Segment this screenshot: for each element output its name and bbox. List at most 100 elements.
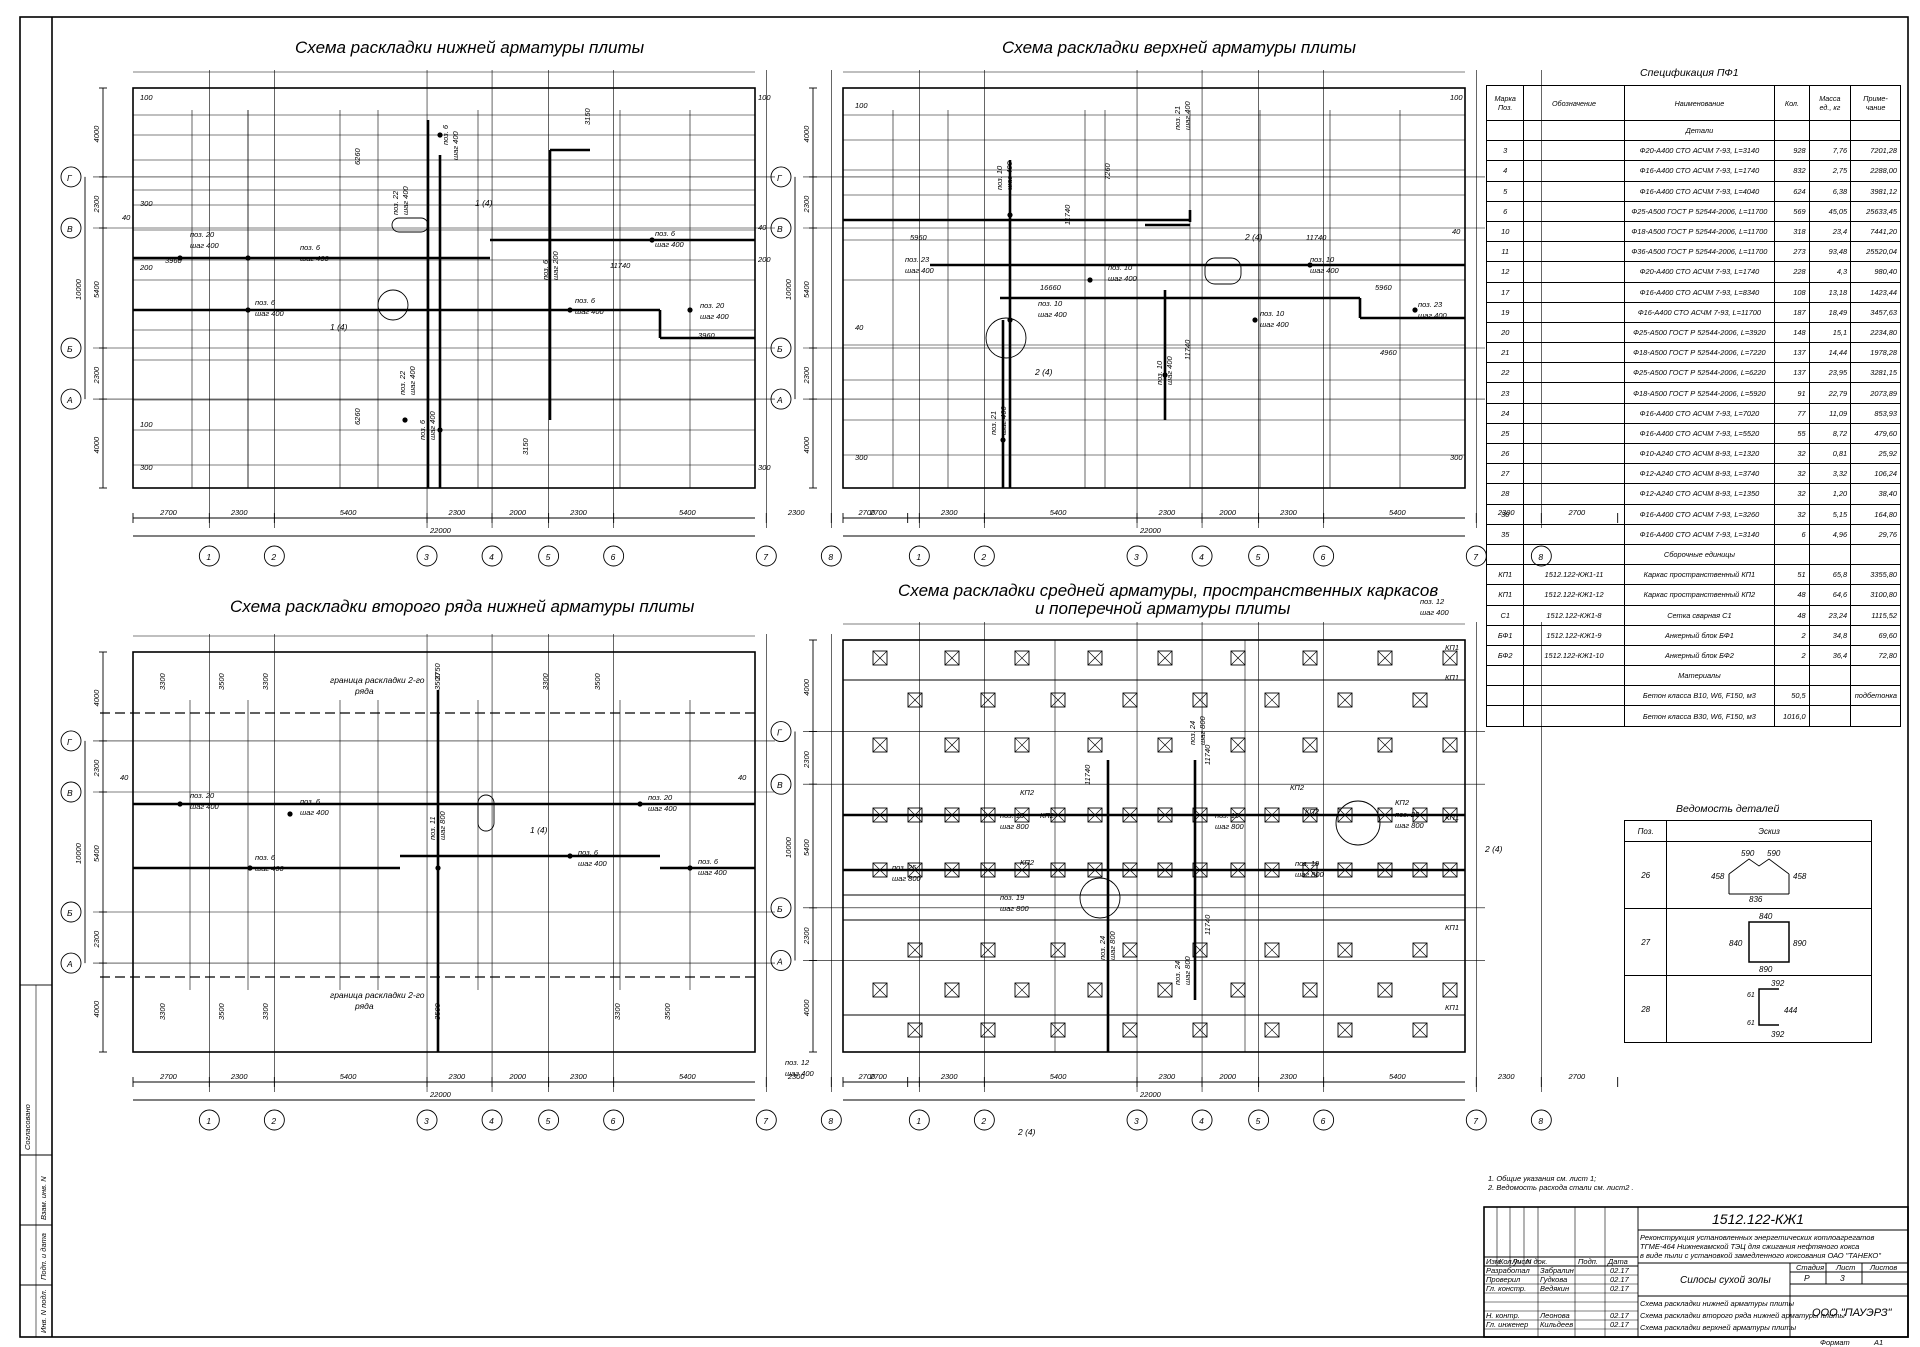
spec-cell: 3281,15	[1850, 362, 1901, 384]
row-marker-0	[60, 730, 82, 752]
frame-kp	[1122, 1022, 1138, 1038]
col-axis-label: 6	[1321, 552, 1326, 562]
svg-text:392: 392	[1771, 979, 1785, 988]
col-marker-2	[973, 1109, 995, 1131]
spec-cell: 832	[1774, 160, 1810, 182]
node-callout	[985, 317, 1027, 359]
border-label-bottom-2: ряда	[354, 1001, 374, 1011]
frame-kp	[944, 737, 960, 753]
plan-middle-reinforcement: Схема раскладки средней арматуры, простр…	[842, 581, 1466, 1053]
dim-value: 5400	[679, 508, 697, 517]
col-marker-2	[973, 545, 995, 567]
spec-cell: 4,3	[1808, 261, 1852, 283]
dim-total: 10000	[74, 278, 83, 300]
spec-cell: Ф36-А500 ГОСТ Р 52544-2006, L=11700	[1623, 241, 1776, 263]
spec-cell: 4,96	[1808, 523, 1852, 545]
dim-value: 5400	[802, 838, 811, 856]
frame-kp-x	[1337, 692, 1353, 708]
row-marker-0	[770, 721, 792, 743]
lbl: КП1	[1445, 643, 1459, 652]
row-axis-label: В	[777, 224, 783, 234]
spec-cell: подбетонка	[1850, 685, 1901, 707]
spec-cell	[1523, 402, 1625, 424]
frame-kp	[1087, 650, 1103, 666]
side-agreed: Согласовано	[23, 1104, 32, 1150]
stamp-col-header: Подп.	[1578, 1257, 1598, 1266]
frame-kp	[1157, 650, 1173, 666]
spec-cell: Бетон класса В30, W6, F150, м3	[1623, 705, 1776, 727]
frame-kp-x	[1122, 942, 1138, 958]
frame-kp	[1230, 982, 1246, 998]
frame-kp	[1192, 692, 1208, 708]
col-marker-4	[1191, 1109, 1213, 1131]
lbl: шаг 400	[255, 309, 285, 318]
row-marker-3	[770, 949, 792, 971]
frame-kp-x	[1157, 982, 1173, 998]
dim-value: 2300	[940, 1072, 959, 1081]
svg-text:392: 392	[1771, 1030, 1785, 1039]
callout-label: 2 (4)	[1484, 844, 1503, 854]
lbl: шаг 400	[190, 241, 220, 250]
frame-kp-box	[1442, 982, 1458, 998]
stamp-person: Гудкова	[1540, 1275, 1567, 1284]
dim: 11740	[1203, 744, 1212, 765]
frame-kp-box	[1157, 737, 1173, 753]
col-marker-1	[198, 1109, 220, 1131]
frame-kp-box	[1264, 942, 1280, 958]
frame-kp	[907, 1022, 923, 1038]
col-marker-5	[1248, 1109, 1270, 1131]
stamp-col-header: N док.	[1526, 1257, 1547, 1266]
lbl: шаг 400	[401, 185, 410, 215]
stamp-role: Н. контр.	[1486, 1311, 1520, 1320]
spec-cell: Ф18-А500 ГОСТ Р 52544-2006, L=11700	[1623, 220, 1776, 243]
spec-cell: 137	[1774, 342, 1810, 364]
spec-cell: Ф18-А500 ГОСТ Р 52544-2006, L=5920	[1623, 382, 1776, 404]
dim: 300	[1450, 453, 1463, 462]
row-axis-label: Б	[67, 908, 73, 918]
row-marker-1	[770, 217, 792, 239]
dim-value: 2300	[1279, 1072, 1298, 1081]
lbl: шаг 800	[1295, 870, 1325, 879]
dim-total: 22000	[1139, 526, 1162, 535]
spec-cell	[1485, 665, 1525, 687]
spec-cell: 27	[1485, 463, 1525, 485]
spec-cell: Ф25-А500 ГОСТ Р 52544-2006, L=3920	[1623, 321, 1776, 344]
stamp-role: Разработал	[1486, 1266, 1530, 1275]
spec-cell: 7,76	[1808, 140, 1852, 162]
lbl: шаг 400	[1418, 311, 1448, 320]
side-sign: Подп. и дата	[39, 1233, 48, 1280]
spec-cell: 4	[1485, 160, 1525, 182]
spec-cell: 25,92	[1850, 442, 1901, 465]
frame-kp-x	[1377, 737, 1393, 753]
row-axis-label: Б	[777, 904, 783, 914]
stamp-col-header: Изм.	[1486, 1257, 1502, 1266]
spec-cell: 50,5	[1774, 685, 1810, 707]
frame-kp-box	[1050, 692, 1066, 708]
frame-kp-x	[1122, 1022, 1138, 1038]
spec-cell	[1808, 685, 1852, 707]
spec-header-cell: Масса ед., кг	[1808, 85, 1852, 121]
spec-cell: Ф16-А400 СТО АСЧМ 7-93, L=3140	[1623, 523, 1776, 545]
format-value: А1	[1873, 1338, 1883, 1347]
spec-cell: 2073,89	[1850, 382, 1901, 404]
spec-cell: КП1	[1485, 564, 1525, 586]
lbl: шаг 400	[300, 254, 330, 263]
vedomost-title: Ведомость деталей	[1676, 803, 1780, 815]
spec-cell: 38,40	[1850, 483, 1901, 505]
lbl: поз. 19	[1295, 859, 1320, 868]
lbl: шаг 800	[1000, 822, 1030, 831]
lbl: шаг 400	[1310, 266, 1340, 275]
sheet-name-2: Схема раскладки второго ряда нижней арма…	[1640, 1311, 1845, 1320]
col-axis-label: 2	[270, 552, 276, 562]
spec-cell: 6,38	[1808, 180, 1852, 202]
svg-text:890: 890	[1793, 939, 1807, 948]
spec-cell	[1850, 705, 1901, 727]
dim-value: 4000	[92, 436, 101, 454]
dim: 3300	[261, 672, 270, 690]
frame-kp	[1014, 982, 1030, 998]
